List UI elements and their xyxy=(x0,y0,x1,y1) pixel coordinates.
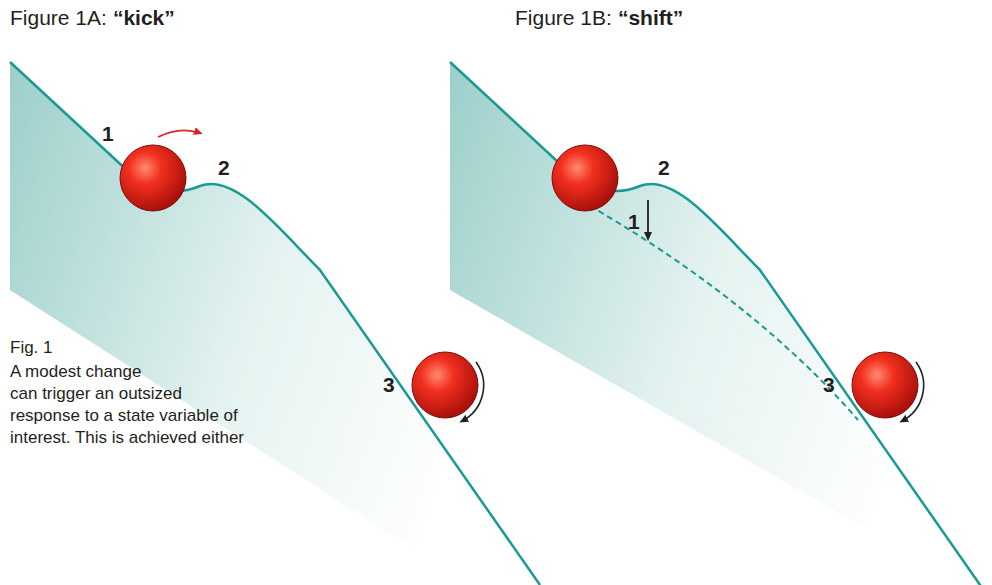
figure-title: Figure 1B: xyxy=(515,6,612,30)
callout-number: 1 xyxy=(102,122,114,146)
ball xyxy=(412,352,478,418)
ball xyxy=(120,145,186,211)
slope-shade xyxy=(450,62,985,585)
rotation-arrow xyxy=(462,362,484,421)
figure-caption-heading: Fig. 1 xyxy=(10,338,53,358)
figure-title: Figure 1A: xyxy=(10,6,107,30)
ball xyxy=(852,352,918,418)
dashed-shifted-line xyxy=(590,206,858,420)
callout-number: 2 xyxy=(658,156,670,180)
ball xyxy=(552,145,618,211)
callout-number: 1 xyxy=(628,210,640,234)
shift-arrow xyxy=(647,200,649,238)
kick-arrow xyxy=(158,130,200,137)
caption-text: A modest change can trigger an outsized … xyxy=(10,362,244,447)
rotation-arrow xyxy=(902,362,924,421)
slope-line xyxy=(450,62,985,585)
callout-number: 3 xyxy=(383,373,395,397)
figure-title-keyword: “shift” xyxy=(618,6,683,30)
callout-number: 3 xyxy=(823,373,835,397)
figure-caption: A modest change can trigger an outsized … xyxy=(10,361,350,471)
callout-number: 2 xyxy=(218,156,230,180)
figure-title-keyword: “kick” xyxy=(113,6,175,30)
